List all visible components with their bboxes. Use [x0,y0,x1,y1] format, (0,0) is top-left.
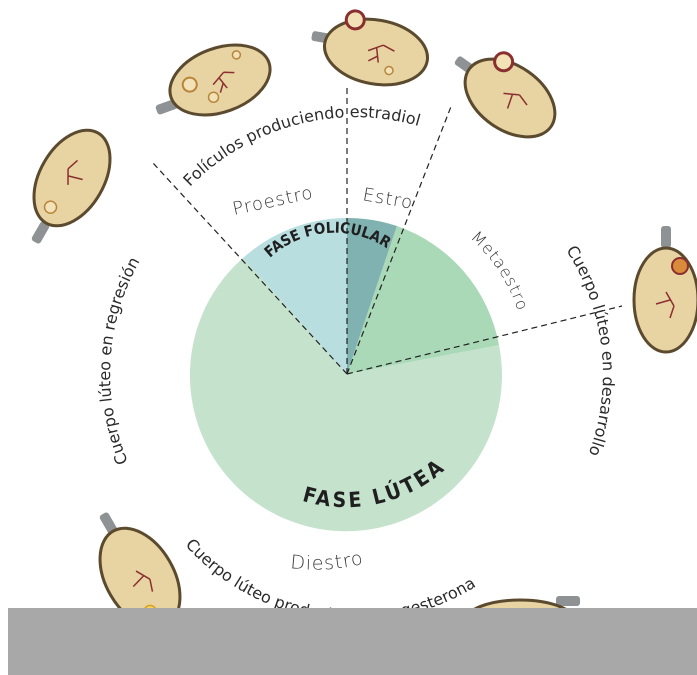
arc-regresion-label: Cuerpo lúteo en regresión [95,254,143,468]
ovary-dominant-follicle [305,4,433,92]
cycle-pie [190,218,502,531]
arc-desarrollo-label: Cuerpo lúteo en desarrollo [563,242,618,459]
ovary-ovulation [438,31,571,152]
stage-estro-label: Estro [361,184,415,214]
ovary-corpus-luteum-developing [634,226,697,352]
ovary-corpus-luteum-regressing [7,117,125,258]
ovary-follicles-small [143,32,280,134]
stage-proestro-label: Proestro [231,182,316,220]
bottom-gray-bar [0,608,697,675]
stage-diestro-label: Diestro [290,547,366,575]
bottom-bar-edge [0,608,8,675]
